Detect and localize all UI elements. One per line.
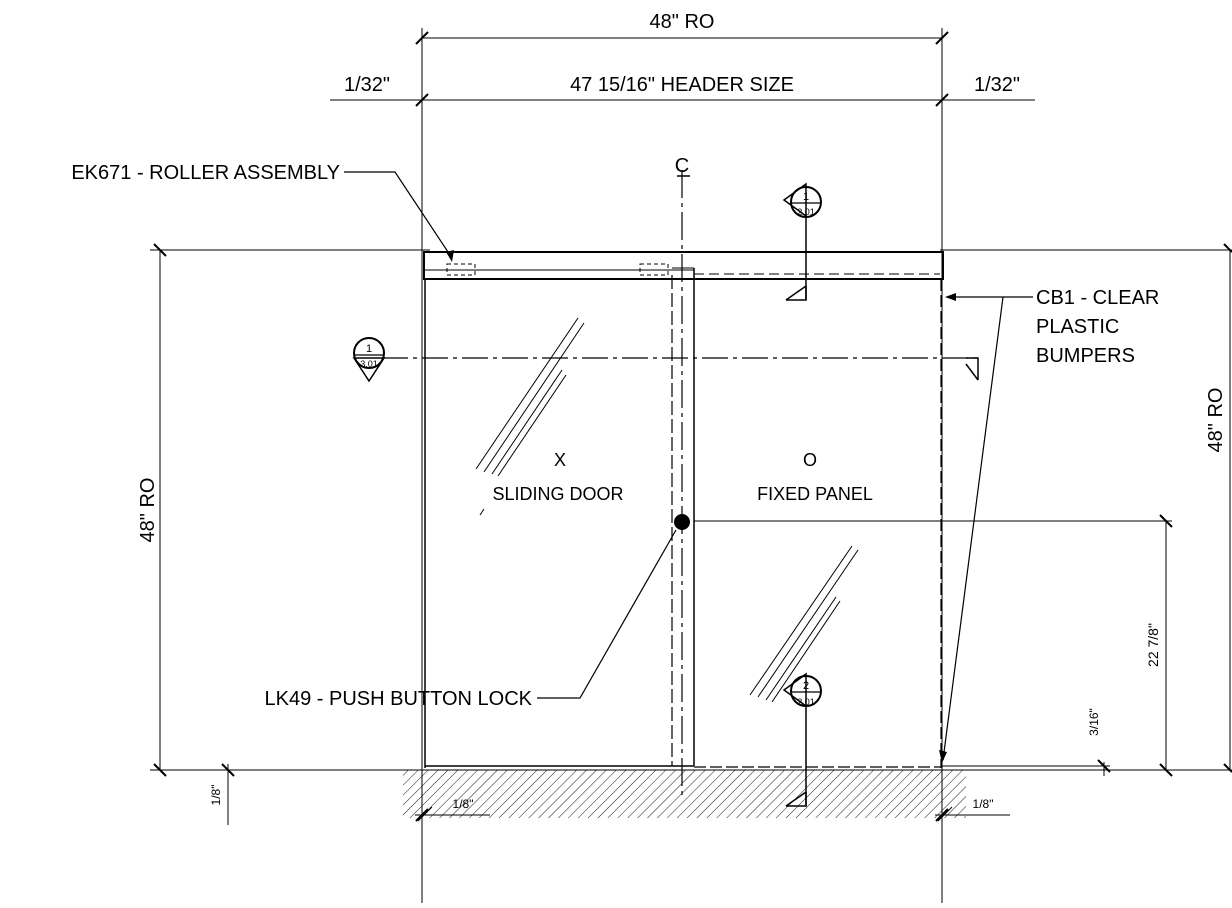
fixed-panel bbox=[694, 279, 942, 768]
header bbox=[423, 251, 944, 280]
lock-height-label: 22 7/8" bbox=[1145, 623, 1161, 667]
sliding-door-panel bbox=[424, 267, 695, 768]
lock-callout: LK49 - PUSH BUTTON LOCK bbox=[265, 688, 533, 710]
section-cut-horizontal bbox=[352, 337, 979, 383]
lock-leader bbox=[537, 529, 677, 699]
door-mark: X bbox=[554, 450, 566, 470]
left-gap-label: 1/32" bbox=[344, 74, 390, 96]
floor-offset-label: 1/8" bbox=[209, 785, 223, 806]
fixed-mark: O bbox=[803, 450, 817, 470]
section-2-01a-sheet: 2.01 bbox=[797, 207, 815, 217]
left-ro-label: 48" RO bbox=[137, 478, 159, 543]
roller-left bbox=[446, 263, 476, 276]
bumpers-line1: CB1 - CLEAR bbox=[1036, 287, 1159, 309]
bumper-leader bbox=[942, 296, 1004, 761]
section-3-01-sheet: 3.01 bbox=[360, 359, 378, 369]
door-label: SLIDING DOOR bbox=[492, 484, 623, 504]
section-3-01-number: 1 bbox=[366, 343, 372, 355]
glass-reflection-door bbox=[475, 317, 585, 516]
section-2-01b-sheet: 2.01 bbox=[797, 697, 815, 707]
header-size-label: 47 15/16" HEADER SIZE bbox=[570, 74, 794, 96]
push-button-lock bbox=[674, 514, 690, 530]
section-2-01a-number: 1 bbox=[803, 191, 809, 203]
section-2-01b-number: 2 bbox=[803, 680, 809, 692]
section-cut-bottom bbox=[782, 672, 822, 807]
centerline-label: C bbox=[675, 155, 689, 177]
bumpers-line3: BUMPERS bbox=[1036, 345, 1135, 367]
glass-reflection-fixed bbox=[749, 545, 859, 703]
roller-callout: EK671 - ROLLER ASSEMBLY bbox=[71, 162, 340, 184]
fixed-label: FIXED PANEL bbox=[757, 484, 873, 504]
floor-hatch bbox=[403, 770, 966, 818]
right-ro-label: 48" RO bbox=[1205, 388, 1227, 453]
bottom-left-label: 1/8" bbox=[453, 797, 474, 811]
bottom-dimensions bbox=[415, 806, 1010, 822]
roller-right bbox=[639, 263, 669, 276]
roller-leader bbox=[344, 171, 453, 259]
section-cut-top bbox=[782, 182, 822, 301]
bumper-gap-label: 3/16" bbox=[1087, 708, 1101, 736]
bottom-right-label: 1/8" bbox=[973, 797, 994, 811]
top-ro-label: 48" RO bbox=[650, 11, 715, 33]
bumpers-line2: PLASTIC bbox=[1036, 316, 1119, 338]
right-gap-label: 1/32" bbox=[974, 74, 1020, 96]
